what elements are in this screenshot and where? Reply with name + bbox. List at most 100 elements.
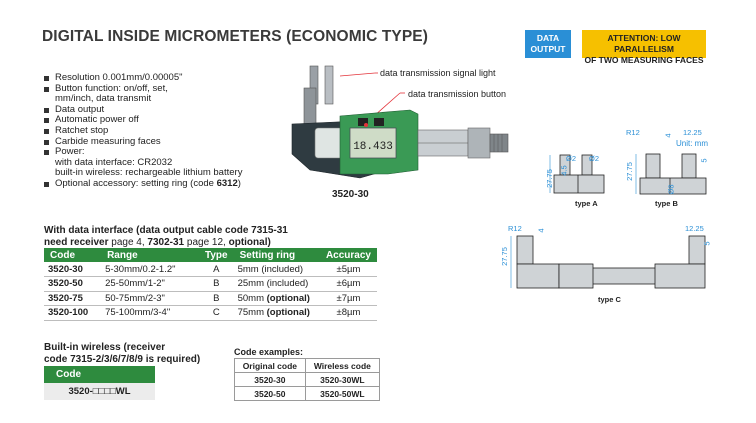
row-code: 3520-30 — [44, 262, 102, 277]
attention-badge: ATTENTION: LOW PARALLELISM OF TWO MEASUR… — [582, 30, 706, 65]
attention-badge-line2: OF TWO MEASURING FACES — [584, 55, 704, 65]
unit-label: Unit: mm — [676, 139, 708, 148]
type-c-drawing — [510, 235, 706, 289]
type-b-d: Ø8 — [666, 184, 676, 195]
page-title: DIGITAL INSIDE MICROMETERS (ECONOMIC TYP… — [42, 28, 428, 45]
row-code: 3520-50 — [44, 276, 102, 292]
type-c-w2: 12.25 — [685, 224, 704, 233]
interface-heading-part: optional) — [228, 236, 271, 248]
row-ring-optional: (optional) — [266, 292, 310, 304]
col-range: Range — [101, 248, 199, 262]
type-a-d1: Ø2 — [566, 154, 577, 163]
col-setting-ring: Setting ring — [233, 248, 320, 262]
row-ring-size: 75mm — [237, 307, 267, 319]
type-c-h2: 5 — [702, 241, 712, 246]
type-c-label: type C — [598, 295, 621, 304]
table-row: 3520-75 50-75mm/2-3" B 50mm (optional) ±… — [44, 291, 377, 306]
spec-table: Code Range Type Setting ring Accuracy 35… — [44, 248, 377, 321]
row-accuracy: ±7µm — [319, 291, 377, 306]
data-output-badge-line1: DATA — [536, 33, 560, 43]
interface-heading-part: 7302-31 — [147, 236, 185, 248]
type-a-h2: 27.75 — [544, 169, 554, 188]
row-type: C — [198, 305, 234, 321]
row-code: 3520-75 — [44, 291, 102, 306]
type-b-w2: 12.25 — [683, 128, 702, 137]
feature-item-accessory: Optional accessory: setting ring (code 6… — [44, 177, 284, 190]
row-ring: 75mm (optional) — [233, 305, 320, 321]
original-code: 3520-30 — [234, 372, 306, 387]
row-type: B — [198, 291, 234, 306]
col-code: Code — [44, 248, 102, 262]
wireless-heading-line2: code 7315-2/3/6/7/8/9 is required) — [44, 353, 201, 365]
accessory-code: 6312 — [216, 177, 238, 189]
interface-heading-line2: need receiver page 4, 7302-31 page 12, o… — [44, 237, 288, 249]
row-accuracy: ±6µm — [319, 276, 377, 292]
table-row: 3520-30 5-30mm/0.2-1.2" A 5mm (included)… — [44, 262, 377, 277]
code-examples-heading: Code examples: — [234, 347, 304, 357]
feature-item: Resolution 0.001mm/0.00005" — [44, 72, 284, 84]
type-c-r: R12 — [508, 224, 522, 233]
button-callout: data transmission button — [408, 89, 507, 99]
type-b-label: type B — [655, 199, 678, 208]
wireless-code-value: 3520-□□□□WL — [44, 383, 155, 400]
wireless-heading: Built-in wireless (receiver code 7315-2/… — [44, 342, 200, 365]
wireless-heading-line1: Built-in wireless (receiver — [44, 342, 166, 353]
row-ring: 25mm (included) — [233, 276, 320, 292]
original-code: 3520-50 — [234, 386, 306, 401]
row-range: 75-100mm/3-4" — [101, 305, 199, 321]
type-a-label: type A — [575, 199, 598, 208]
code-examples-table: Original code Wireless code 3520-30 3520… — [234, 358, 381, 401]
row-ring: 5mm (included) — [233, 262, 320, 277]
feature-item: Carbide measuring faces — [44, 136, 284, 148]
interface-heading-line1: With data interface (data output cable c… — [44, 225, 288, 236]
feature-list: Resolution 0.001mm/0.00005" Button funct… — [44, 72, 284, 190]
type-b-r: R12 — [626, 128, 640, 137]
wireless-code: 3520-30WL — [304, 372, 381, 387]
spec-table-header: Code Range Type Setting ring Accuracy — [44, 248, 377, 262]
col-wireless-code: Wireless code — [304, 358, 381, 373]
interface-heading: With data interface (data output cable c… — [44, 225, 288, 248]
interface-heading-part: page 12, — [184, 236, 229, 248]
model-label: 3520-30 — [332, 189, 369, 200]
feature-item: Ratchet stop — [44, 125, 284, 137]
row-range: 5-30mm/0.2-1.2" — [101, 262, 199, 277]
feature-item-continued: mm/inch, data transmit — [55, 93, 152, 105]
feature-item-continued: with data interface: CR2032 — [55, 156, 173, 168]
interface-heading-part: page 4, — [111, 236, 148, 248]
type-a-drawing — [549, 154, 605, 194]
row-ring-size: 50mm — [237, 292, 267, 304]
feature-item-continued: built-in wireless: rechargeable lithium … — [55, 167, 243, 179]
row-ring-optional: (optional) — [266, 307, 310, 319]
row-code: 3520-100 — [44, 305, 102, 321]
table-row: 3520-50 3520-50WL — [234, 386, 381, 401]
col-original-code: Original code — [234, 358, 306, 373]
row-accuracy: ±5µm — [319, 262, 377, 277]
row-type: B — [198, 276, 234, 292]
wireless-table: Code 3520-□□□□WL — [44, 366, 155, 400]
type-c-w1: 4 — [536, 228, 546, 233]
accessory-text: Optional accessory: setting ring (code — [55, 177, 217, 189]
type-c-h1: 27.75 — [499, 247, 509, 266]
lcd-reading: 18.433 — [353, 141, 393, 153]
type-b-w1: 4 — [663, 133, 673, 138]
interface-heading-part: need receiver — [44, 236, 112, 248]
data-output-badge-line2: OUTPUT — [530, 44, 566, 54]
table-row: 3520-50 25-50mm/1-2" B 25mm (included) ±… — [44, 276, 377, 292]
feature-item: Button function: on/off, set, — [44, 83, 284, 95]
feature-item: Automatic power off — [44, 115, 284, 126]
row-accuracy: ±8µm — [319, 305, 377, 321]
feature-item: Power: — [44, 147, 284, 158]
type-a-h1: 4.5 — [559, 165, 569, 176]
row-ring: 50mm (optional) — [233, 291, 320, 306]
wireless-col-code: Code — [44, 366, 155, 383]
type-b-h2: 5 — [699, 158, 709, 163]
type-a-d2: Ø2 — [589, 154, 600, 163]
col-accuracy: Accuracy — [319, 248, 377, 262]
table-row: 3520-100 75-100mm/3-4" C 75mm (optional)… — [44, 305, 377, 321]
col-type: Type — [198, 248, 234, 262]
wireless-code: 3520-50WL — [304, 386, 381, 401]
type-b-drawing — [635, 153, 707, 195]
accessory-close: ) — [237, 177, 241, 189]
type-b-h1: 27.75 — [624, 162, 634, 181]
data-output-badge: DATA OUTPUT — [525, 30, 571, 58]
